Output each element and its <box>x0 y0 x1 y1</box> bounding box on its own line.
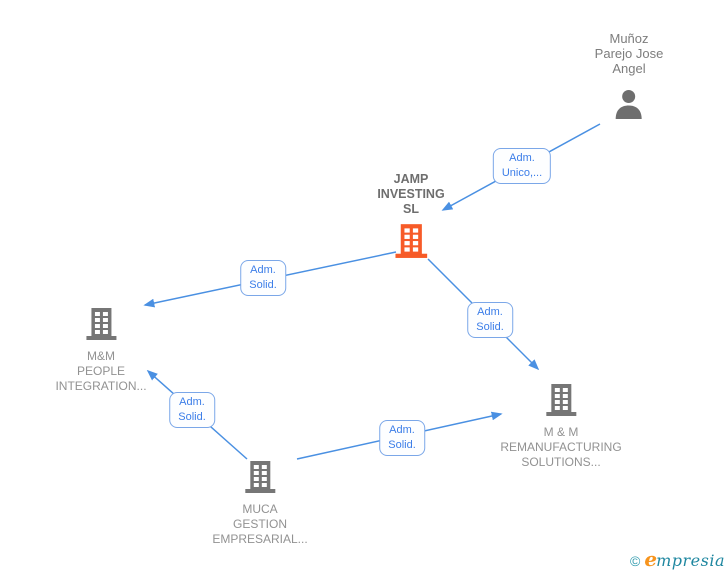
building-icon <box>243 458 277 499</box>
node-munoz-parejo-jose-angel[interactable]: Muñoz Parejo Jose Angel <box>594 31 664 126</box>
edge-label-adm-solid-jamp-people[interactable]: Adm. Solid. <box>240 260 286 296</box>
node-muca-gestion-empresarial[interactable]: MUCA GESTION EMPRESARIAL... <box>212 458 308 547</box>
edge-label-adm-solid-muca-reman[interactable]: Adm. Solid. <box>379 420 425 456</box>
edge-label-adm-solid-jamp-reman[interactable]: Adm. Solid. <box>467 302 513 338</box>
person-icon <box>612 88 646 126</box>
building-icon <box>84 305 118 346</box>
company-name-label: M&M PEOPLE INTEGRATION... <box>55 349 147 393</box>
company-name-label: MUCA GESTION EMPRESARIAL... <box>212 502 308 546</box>
person-name-label: Muñoz Parejo Jose Angel <box>594 31 664 76</box>
node-mm-people-integration[interactable]: M&M PEOPLE INTEGRATION... <box>55 305 147 394</box>
node-jamp-investing-sl[interactable]: JAMP INVESTING SL <box>377 172 445 264</box>
node-mm-remanufacturing-solutions[interactable]: M & M REMANUFACTURING SOLUTIONS... <box>500 381 622 470</box>
brand-initial: e <box>644 547 658 571</box>
empresia-logo[interactable]: © e mpresia <box>630 547 725 571</box>
edge-label-adm-solid-muca-people[interactable]: Adm. Solid. <box>169 392 215 428</box>
brand-text: mpresia <box>656 551 725 570</box>
company-name-label: JAMP INVESTING SL <box>377 172 445 216</box>
company-name-label: M & M REMANUFACTURING SOLUTIONS... <box>500 425 622 469</box>
building-icon <box>544 381 578 422</box>
copyright-icon: © <box>630 553 641 569</box>
edge-label-adm-unico[interactable]: Adm. Unico,... <box>492 148 552 184</box>
building-icon <box>393 221 429 264</box>
